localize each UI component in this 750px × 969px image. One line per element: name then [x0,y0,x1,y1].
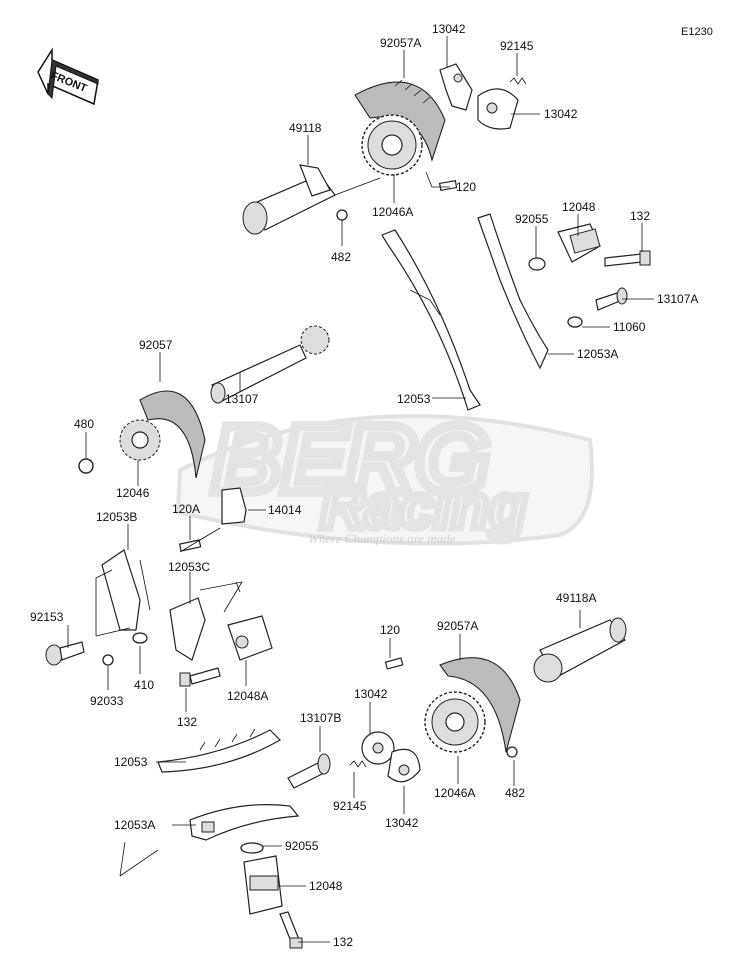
oring-92055-bottom [240,842,264,854]
label-132-top: 132 [630,209,650,223]
label-12053C: 12053C [168,560,210,574]
label-13107B: 13107B [300,711,341,725]
watermark-logo: BERG Racing Where Champions are made [175,401,594,546]
chain-guide-12053C [169,597,206,661]
label-12053A-bottom: 12053A [114,818,155,832]
watermark-sub: Racing [320,473,527,542]
label-12053B: 12053B [96,510,137,524]
label-13042-right: 13042 [544,107,578,121]
decompression-weight-top [477,88,519,130]
label-480: 480 [74,417,94,431]
label-12053-bottom: 12053 [114,755,148,769]
label-49118: 49118 [289,121,322,135]
chain-guide-12053A-top [477,213,549,370]
decompression-weight-bottom [387,748,421,783]
label-92153: 92153 [30,610,64,624]
camshaft-intake [242,164,381,235]
label-12048A: 12048A [227,689,268,703]
label-12048-top: 12048 [562,200,596,214]
tensioner-12048A [227,615,273,661]
label-120A: 120A [172,502,200,516]
label-92145-top: 92145 [500,39,534,53]
idler-shaft-13107 [210,325,330,404]
spring-92145-top [509,77,527,85]
label-92145-bottom: 92145 [333,799,367,813]
circlip-482-top [336,209,348,221]
washer-410 [132,632,148,644]
chain-guide-12053A-bottom [189,804,300,841]
label-92057: 92057 [139,338,173,352]
label-132-mid: 132 [177,715,197,729]
label-13042-top: 13042 [432,22,466,36]
label-14014: 14014 [268,503,302,517]
spring-92145-bottom [349,760,367,768]
bolt-132-bottom [279,911,303,949]
washer-11060 [567,316,583,328]
timing-chain-bottom [439,657,521,753]
label-13107A: 13107A [657,292,698,306]
pivot-bolt-13107A [595,287,628,311]
label-12048-bottom: 12048 [309,879,343,893]
bolt-120-bottom [384,657,404,670]
bolt-132-mid [179,667,221,687]
label-92033: 92033 [90,694,124,708]
label-13042-bottom-b: 13042 [385,816,419,830]
label-92055-bottom: 92055 [285,839,319,853]
label-49118A: 49118A [556,591,596,605]
label-482-bottom: 482 [505,786,525,800]
oring-92055-top [528,257,546,271]
label-410: 410 [134,678,154,692]
label-12046A-top: 12046A [372,205,413,219]
circlip-480 [78,458,94,474]
label-13042-bottom-a: 13042 [354,687,388,701]
decompression-lever-bottom [361,731,395,765]
label-92057A-top: 92057A [380,36,421,50]
label-12053A-top: 12053A [577,347,618,361]
decompression-lever-top [439,63,473,111]
label-92057A-bottom: 92057A [437,619,478,633]
bolt-92153 [45,641,85,666]
label-12053-mid: 12053 [397,392,431,406]
label-13107: 13107 [225,392,259,406]
camshaft-exhaust [533,617,627,683]
tensioner-12048-bottom [243,855,283,915]
chain-guide-12053-bottom [157,729,281,773]
timing-chain-left [139,390,206,479]
bolt-120-top [438,179,458,192]
chain-guide-12053 [381,229,481,411]
chain-guide-12053B [101,549,141,631]
cam-sprocket-top [361,114,423,176]
bolt-132-top [604,250,651,267]
cam-sprocket-bottom [424,691,486,753]
label-92055-top: 92055 [515,212,549,226]
washer-92033 [102,654,114,666]
watermark-brand: BERG [212,406,489,513]
label-120-top: 120 [456,180,476,194]
label-120-bottom: 120 [380,623,400,637]
watermark-tagline: Where Champions are made [308,531,456,546]
diagram-code: E1230 [681,26,713,38]
label-12046A-bottom: 12046A [434,786,475,800]
plate-14014 [221,487,247,525]
label-482-top: 482 [331,250,351,264]
tensioner-12048-top [557,223,601,263]
label-11060: 11060 [613,320,646,334]
label-12046: 12046 [116,486,150,500]
sprocket-12046 [119,419,161,461]
label-132-bottom: 132 [333,935,353,949]
pivot-bolt-13107B [287,753,331,789]
circlip-482-bottom [506,746,518,758]
front-arrow-icon: FRONT [37,47,99,106]
